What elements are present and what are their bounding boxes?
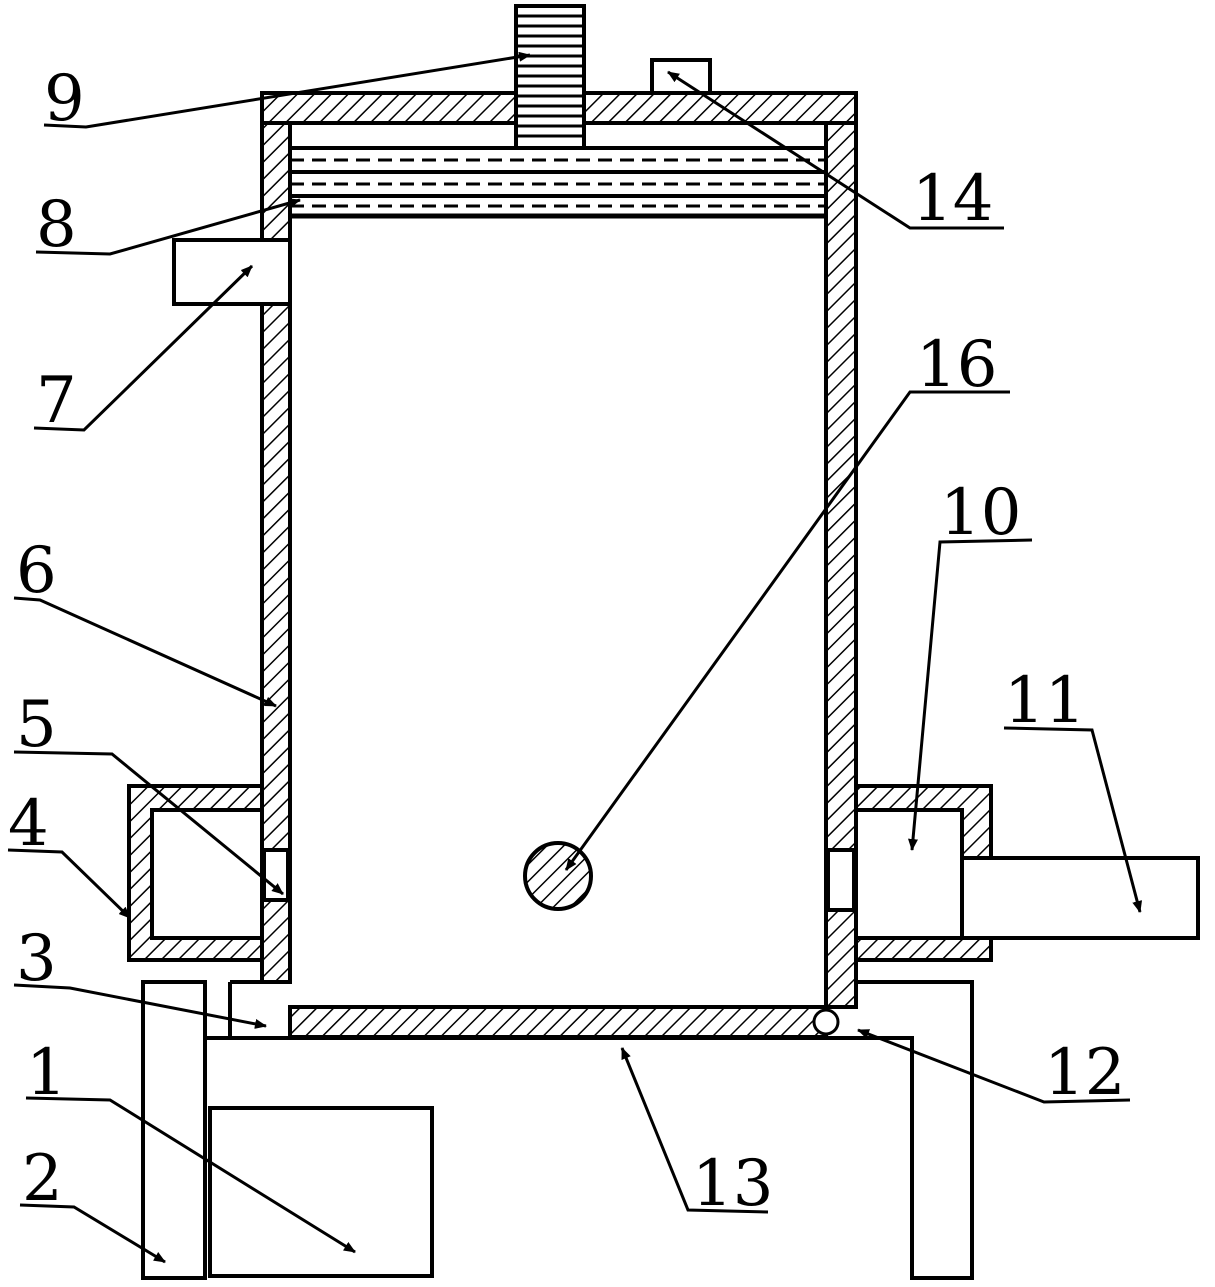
label-12: 12: [1044, 1036, 1125, 1110]
leader-lines: [7, 51, 1143, 1264]
bottom-plate: [288, 1005, 828, 1039]
label-3: 3: [16, 922, 57, 996]
label-10: 10: [940, 476, 1021, 550]
outlet-pipe: [960, 856, 1200, 940]
label-5: 5: [16, 688, 57, 762]
labels: 1 2 3 4 5 6 7 8 9 10 11 12 13 14 16: [8, 62, 1125, 1221]
threaded-rod: [514, 4, 586, 150]
label-13: 13: [692, 1147, 773, 1221]
label-16: 16: [916, 328, 997, 402]
label-6: 6: [16, 534, 57, 608]
left-support-block: [228, 980, 292, 1038]
side-inlet: [172, 238, 292, 306]
filter-layers: [290, 146, 826, 219]
stirring-ball: [523, 841, 593, 911]
label-14: 14: [912, 162, 993, 236]
label-11: 11: [1004, 664, 1085, 738]
label-9: 9: [44, 62, 85, 136]
label-1: 1: [26, 1036, 67, 1110]
label-7: 7: [36, 364, 77, 438]
label-4: 4: [8, 787, 49, 861]
motor-box: [208, 1106, 434, 1278]
vent-port: [650, 58, 712, 95]
left-housing: [127, 784, 264, 962]
left-leg: [141, 980, 207, 1280]
left-wall-opening: [262, 848, 290, 902]
label-8: 8: [36, 188, 77, 262]
right-wall-opening: [826, 848, 856, 912]
label-2: 2: [22, 1142, 63, 1216]
hinge: [812, 1008, 840, 1036]
